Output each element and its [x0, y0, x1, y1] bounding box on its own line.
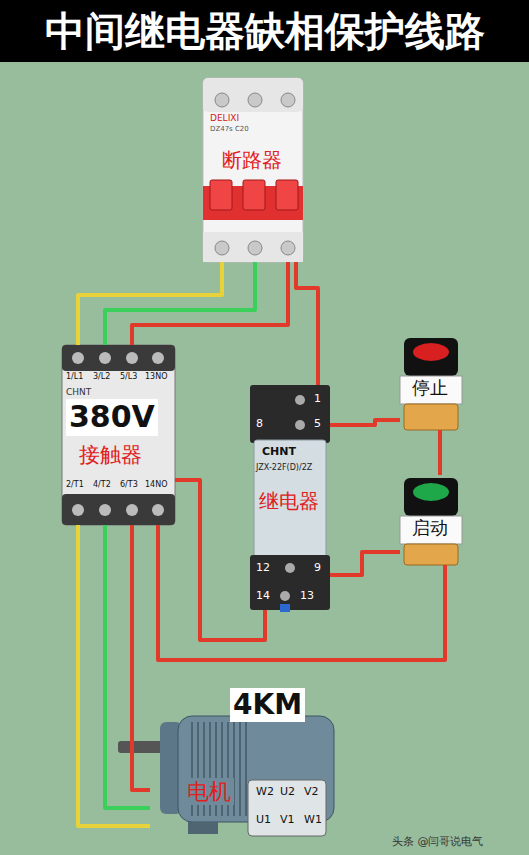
- terminal-label: 2/T1: [66, 481, 84, 490]
- breaker-body: [203, 78, 303, 262]
- terminal-label: 5: [314, 418, 321, 430]
- component-label: 电机: [184, 778, 234, 805]
- component-box: 380V 接触器: [62, 345, 175, 525]
- terminal-label: 13: [300, 590, 314, 602]
- terminal-label: 8: [256, 418, 263, 430]
- motor-body: [118, 716, 334, 836]
- terminal-label: V1: [280, 814, 295, 826]
- terminal-label: CHNT: [262, 446, 296, 458]
- terminal-label: 头条 @闫哥说电气: [392, 836, 484, 848]
- wire: [78, 262, 222, 345]
- terminal-label: 4/T2: [93, 481, 111, 490]
- wire: [105, 262, 255, 345]
- component-label: 停止: [409, 377, 451, 400]
- terminal-label: 5/L3: [120, 373, 137, 382]
- motor-fin: [245, 722, 247, 816]
- terminal-label: U1: [256, 814, 271, 826]
- component-label: 断路器: [219, 148, 285, 173]
- wire: [330, 420, 400, 425]
- terminal-label: JZX-22F(D)/2Z: [256, 464, 312, 473]
- terminal-label: DELIXI: [210, 114, 239, 124]
- wire: [78, 525, 150, 826]
- component-label: 继电器: [256, 489, 322, 514]
- terminal-label: 3/L2: [93, 373, 110, 382]
- terminal-label: V2: [304, 786, 319, 798]
- terminal-label: 13NO: [145, 373, 167, 382]
- component-label: 启动: [409, 517, 451, 540]
- component-box: 停止: [400, 335, 462, 430]
- component-label: 380V: [66, 399, 158, 436]
- wire: [296, 262, 318, 385]
- component-box: 断路器: [203, 78, 303, 262]
- terminal-label: 9: [314, 562, 321, 574]
- terminal-label: DZ47s C20: [210, 126, 249, 134]
- terminal-label: 12: [256, 562, 270, 574]
- terminal-label: 1: [314, 393, 321, 405]
- wire: [438, 430, 442, 475]
- terminal-label: W1: [304, 814, 322, 826]
- component-box: 启动: [400, 475, 462, 565]
- motor-fin: [239, 722, 241, 816]
- wire: [132, 262, 288, 345]
- contactor-body: [62, 345, 175, 525]
- terminal-label: 1/L1: [66, 373, 83, 382]
- start-button-body: [400, 478, 462, 565]
- component-label: 接触器: [76, 442, 145, 468]
- terminal-label: 14NO: [145, 481, 167, 490]
- component-label: 4KM: [230, 688, 305, 722]
- wire: [330, 552, 400, 575]
- relay-body: [250, 385, 330, 612]
- wire: [105, 525, 150, 808]
- terminal-label: 14: [256, 590, 270, 602]
- terminal-label: U2: [280, 786, 295, 798]
- terminal-label: W2: [256, 786, 274, 798]
- terminal-label: CHNT: [66, 388, 91, 398]
- wire: [132, 525, 150, 790]
- stop-button-body: [400, 338, 462, 430]
- title: 中间继电器缺相保护线路: [0, 0, 529, 62]
- terminal-label: 6/T3: [120, 481, 138, 490]
- wire: [175, 480, 265, 640]
